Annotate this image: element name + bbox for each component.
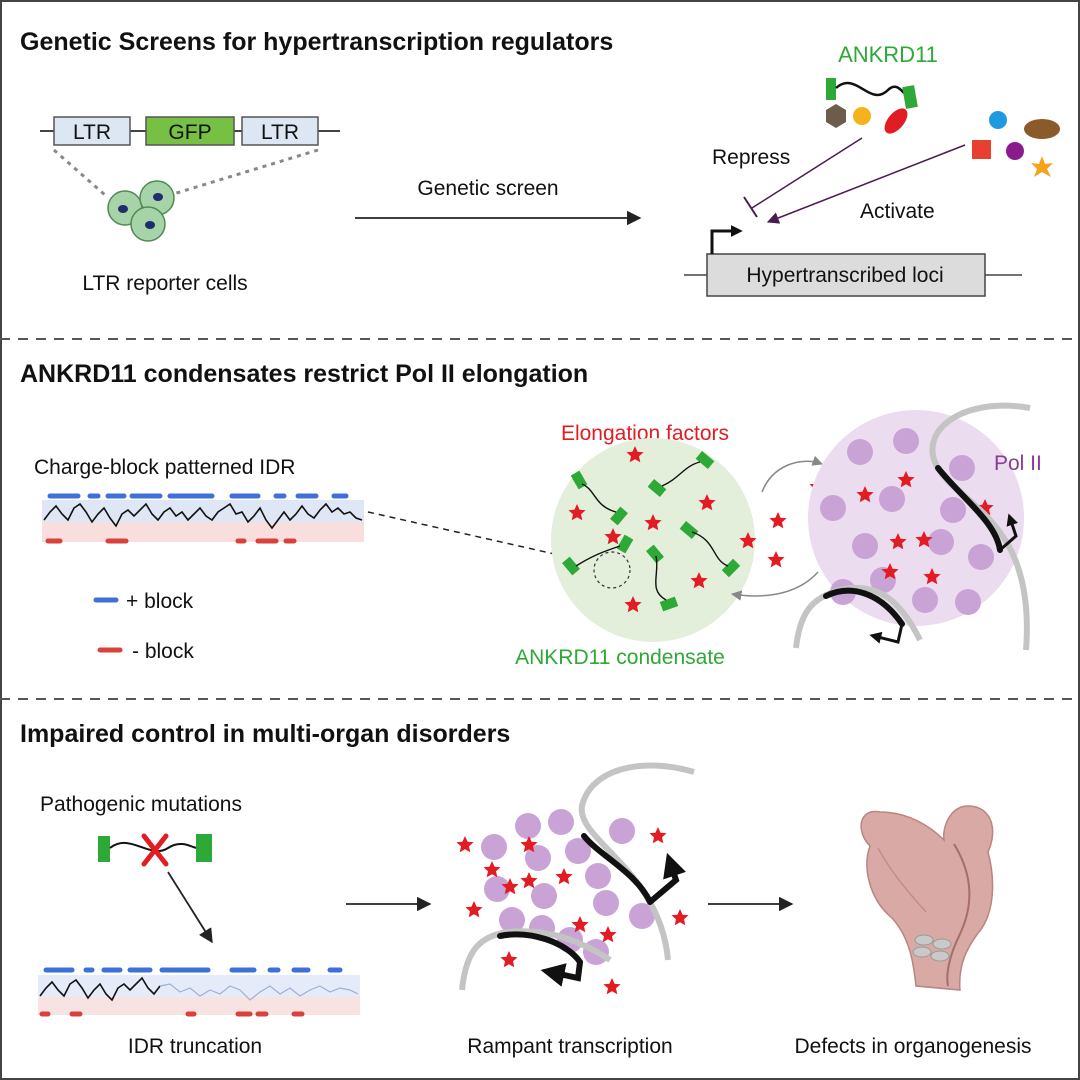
section-title-disorders: Impaired control in multi-organ disorder…	[20, 720, 510, 748]
ankrd11-condensate	[551, 438, 755, 642]
section-title-screen: Genetic Screens for hypertranscription r…	[20, 28, 613, 56]
transcription-arrow-icon	[999, 513, 1018, 552]
brown-factor	[1024, 119, 1060, 139]
cell-icon	[107, 180, 175, 242]
cells-label: LTR reporter cells	[82, 272, 247, 295]
section-disorders: Impaired control in multi-organ disorder…	[20, 720, 1031, 1058]
hexagon-factor	[826, 104, 846, 128]
ankrd11-label: ANKRD11	[838, 42, 938, 67]
repress-bar	[743, 196, 758, 218]
activate-arrow	[766, 144, 966, 224]
repress-label: Repress	[712, 146, 790, 169]
star-factor	[1031, 156, 1053, 177]
ltr-right-label: LTR	[261, 121, 299, 144]
loci-box	[706, 253, 986, 297]
mutations-label: Pathogenic mutations	[40, 793, 242, 816]
legend-minus-label: - block	[132, 640, 194, 663]
x-mark-icon	[141, 833, 169, 867]
factor-shapes	[826, 104, 1060, 177]
organ-icon	[860, 805, 994, 991]
defects-label: Defects in organogenesis	[795, 1035, 1032, 1058]
loci-label: Hypertranscribed loci	[746, 264, 943, 287]
truncation-arrow	[167, 871, 213, 944]
blue-factor	[989, 111, 1007, 129]
ltr-left-label: LTR	[73, 121, 111, 144]
exchange-arrow-top	[761, 455, 823, 493]
section-genetic-screen: Genetic Screens for hypertranscription r…	[20, 28, 1060, 297]
yellow-factor	[853, 107, 871, 125]
red-oval-factor	[884, 108, 908, 134]
gfp-label: GFP	[168, 121, 211, 144]
rampant-transcription-cluster	[456, 762, 695, 995]
elongation-factors-label: Elongation factors	[561, 422, 729, 445]
condensate-label: ANKRD11 condensate	[515, 646, 725, 669]
square-factor	[972, 140, 991, 159]
mutated-ankrd11-icon	[98, 833, 212, 867]
polii-label: Pol II	[994, 452, 1042, 475]
idr-trace-icon	[42, 493, 364, 544]
ltr-reporter-construct: LTR GFP LTR	[40, 116, 340, 197]
polii-cluster	[793, 402, 1031, 651]
ankrd11-protein-icon	[826, 78, 918, 109]
repress-line	[751, 137, 863, 209]
ltr-box-left	[53, 116, 131, 146]
tss-arrow-icon	[710, 225, 743, 254]
activate-label: Activate	[860, 200, 935, 223]
gfp-box	[145, 116, 235, 146]
truncated-idr-trace-icon	[38, 967, 360, 1017]
purple-factor	[1006, 142, 1024, 160]
legend-plus-label: + block	[126, 590, 194, 613]
truncation-label: IDR truncation	[128, 1035, 262, 1058]
section-condensate: ANKRD11 condensates restrict Pol II elon…	[20, 360, 1042, 669]
genetic-screen-label: Genetic screen	[417, 177, 558, 200]
ltr-box-right	[241, 116, 319, 146]
section-title-condensate: ANKRD11 condensates restrict Pol II elon…	[20, 360, 588, 388]
rampant-label: Rampant transcription	[467, 1035, 672, 1058]
idr-label: Charge-block patterned IDR	[34, 456, 295, 479]
exchange-arrow-bottom	[730, 571, 819, 601]
